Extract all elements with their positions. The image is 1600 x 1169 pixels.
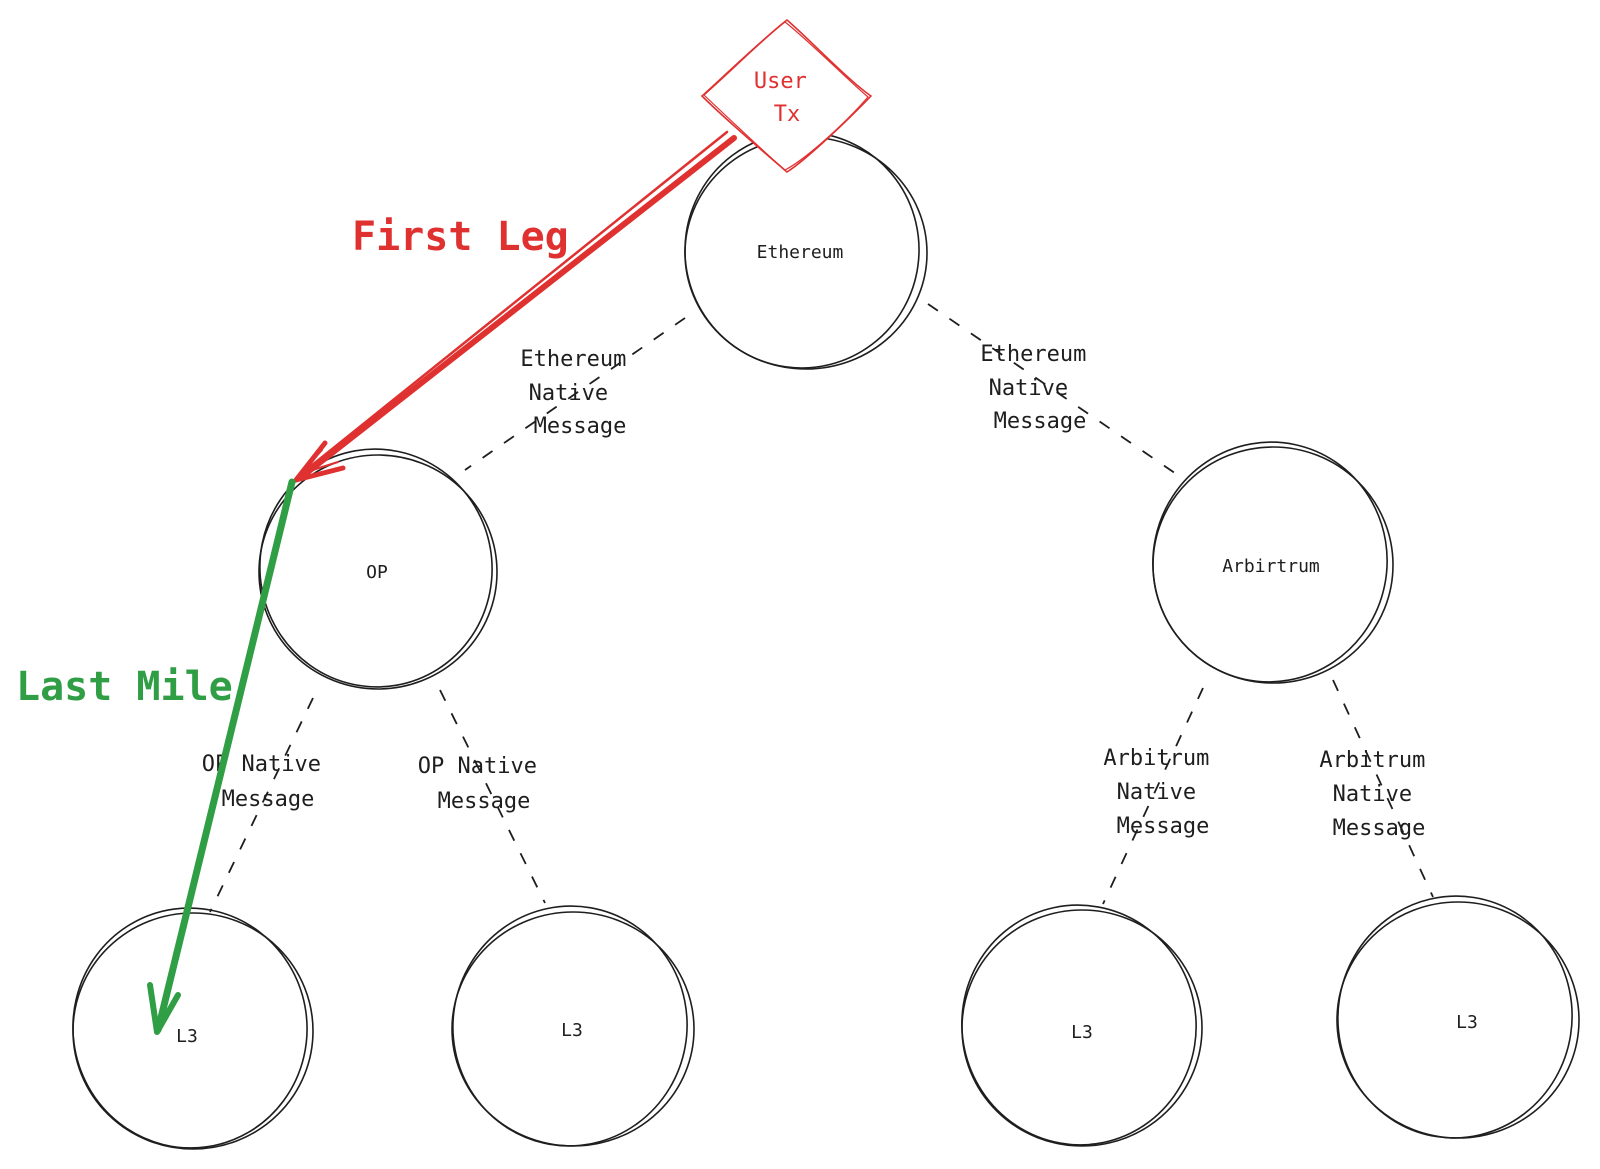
last-mile-label: Last Mile [16,664,233,710]
edge-eth-arb-label: Ethereum Native Message [980,342,1099,434]
last-mile-arrowhead [147,982,181,1035]
node-arb-l3-b-label: L3 [1456,1012,1478,1033]
last-mile-arrow [147,478,296,1035]
node-arbitrum-circle [1152,441,1394,684]
node-circles [72,131,1580,1150]
edge-eth-op-line1: Ethereum [520,347,626,372]
node-arbitrum-label: Arbirtrum [1222,556,1320,577]
node-op-l3-b-circle [451,905,695,1147]
edge-op-l3-a-line2: Message [222,787,315,812]
node-arb-l3-a-label: L3 [1071,1022,1093,1043]
node-labels: Ethereum OP Arbirtrum L3 L3 L3 L3 [176,242,1478,1047]
node-ethereum-label: Ethereum [757,242,844,263]
edge-labels: Ethereum Native Message Ethereum Native … [202,342,1438,841]
edge-eth-arb-line2: Native [989,376,1068,401]
edge-eth-op-line3: Message [534,414,627,439]
first-leg-arrowhead [293,440,346,483]
edge-arb-l3-b-line1: Arbitrum [1319,748,1425,773]
user-tx-label: User Tx [754,69,820,127]
first-leg-label: First Leg [352,214,569,260]
edge-arb-l3-b-label: Arbitrum Native Message [1319,748,1438,841]
edges [209,303,1434,913]
edge-op-l3-b-line1: OP Native [418,754,537,779]
edge-eth-op-label: Ethereum Native Message [520,347,639,439]
edge-arb-l3-a-line3: Message [1117,814,1210,839]
edge-arb-l3-a-label: Arbitrum Native Message [1103,746,1222,839]
node-arb-l3-b-circle [1336,895,1580,1139]
user-tx-diamond: User Tx [700,18,873,173]
edge-op-l3-b-label: OP Native Message [418,754,550,814]
node-op-l3-a-label: L3 [176,1026,198,1047]
edge-op-l3-b-line2: Message [438,789,531,814]
node-op-l3-b-label: L3 [561,1020,583,1041]
edge-arb-l3-b-line3: Message [1333,816,1426,841]
node-op-l3-a-circle [72,907,314,1150]
user-tx-diamond-shape [700,18,873,173]
user-tx-line1: User [754,69,807,94]
node-op-label: OP [366,562,388,583]
edge-eth-op-line2: Native [529,381,608,406]
edge-arb-l3-a-line2: Native [1117,780,1196,805]
edge-arb-l3-b-line2: Native [1333,782,1412,807]
edge-eth-arb-line3: Message [994,409,1087,434]
edge-eth-op [464,317,686,471]
first-leg-arrow [293,130,737,483]
user-tx-line2: Tx [774,102,801,127]
node-op-circle [258,448,498,690]
node-arb-l3-a-circle [961,904,1203,1147]
edge-eth-arb-line1: Ethereum [980,342,1086,367]
edge-arb-l3-a-line1: Arbitrum [1103,746,1209,771]
